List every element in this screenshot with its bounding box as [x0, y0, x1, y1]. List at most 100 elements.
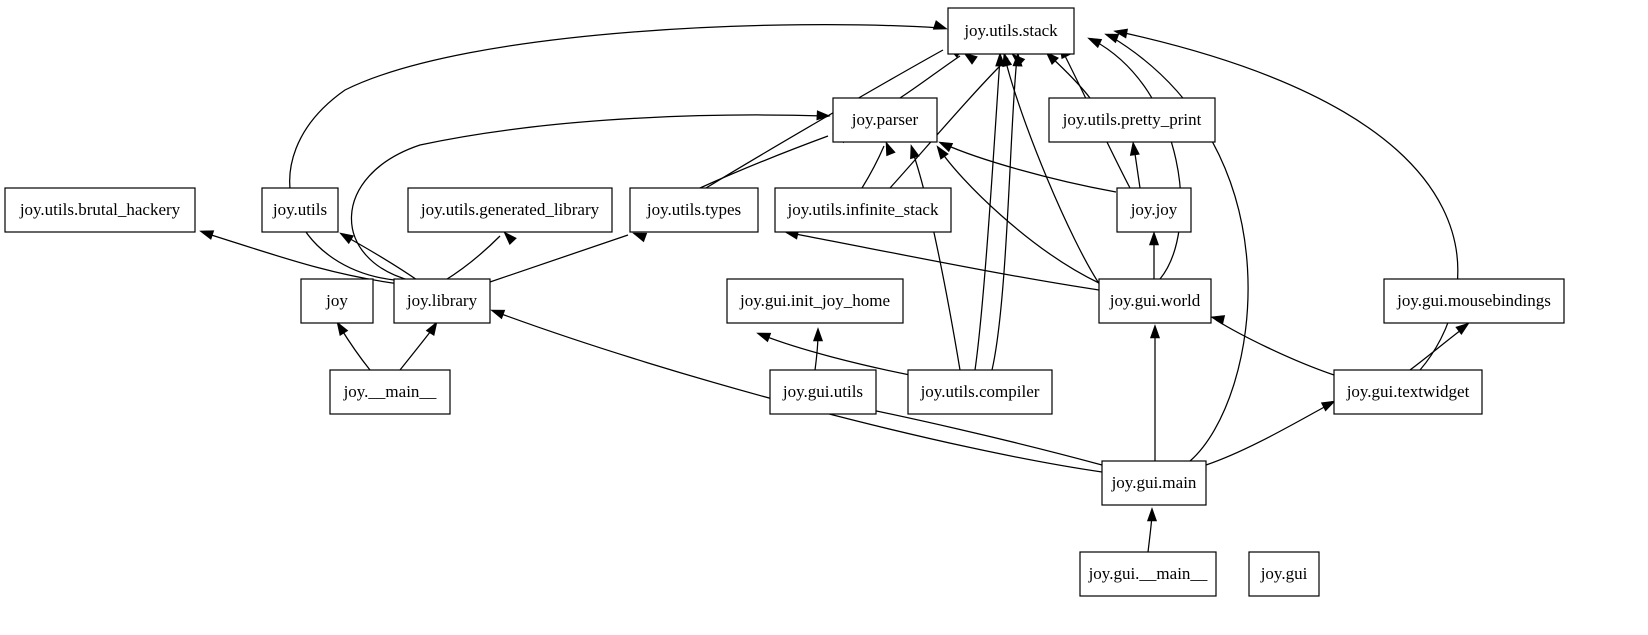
- edge-line: [991, 57, 1018, 371]
- arrowhead-icon: [425, 321, 438, 336]
- node-utils_compiler[interactable]: joy.utils.compiler: [907, 369, 1053, 415]
- edge-gui_textwidget-to-gui_world: [1210, 315, 1335, 376]
- node-box[interactable]: [947, 7, 1075, 55]
- edge-line: [339, 326, 371, 371]
- edge-line: [1205, 403, 1331, 466]
- node-gui_main[interactable]: joy.gui.main: [1101, 460, 1207, 506]
- edge-line: [443, 235, 501, 282]
- edge-library-to-utils_stack: [289, 20, 948, 282]
- node-utils_genlib[interactable]: joy.utils.generated_library: [407, 187, 613, 233]
- edge-line: [1049, 55, 1091, 99]
- node-library[interactable]: joy.library: [393, 278, 491, 324]
- edge-line: [861, 145, 885, 189]
- node-joy_joy[interactable]: joy.joy: [1116, 187, 1192, 233]
- edge-utils_pretty-to-utils_stack: [1045, 51, 1091, 99]
- arrowhead-icon: [1210, 315, 1226, 325]
- edge-utils_compiler-to-utils_stack_c: [991, 52, 1023, 371]
- node-box[interactable]: [1048, 97, 1216, 143]
- edge-gui_world-to-parser: [936, 145, 1100, 284]
- node-box[interactable]: [1098, 278, 1212, 324]
- node-box[interactable]: [407, 187, 613, 233]
- edge-line: [761, 334, 911, 376]
- arrowhead-icon: [490, 309, 506, 320]
- node-box[interactable]: [726, 278, 904, 324]
- arrowhead-icon: [1045, 51, 1059, 65]
- node-gui_textwidget[interactable]: joy.gui.textwidget: [1333, 369, 1483, 415]
- edge-line: [1215, 319, 1335, 376]
- arrowhead-icon: [1149, 324, 1161, 339]
- edge-main_dunder-to-library: [399, 321, 438, 371]
- edge-line: [974, 57, 1001, 371]
- node-box[interactable]: [832, 97, 938, 143]
- node-box[interactable]: [629, 187, 759, 233]
- node-box[interactable]: [261, 187, 339, 233]
- edges-layer: [199, 20, 1470, 553]
- edge-joy_joy-to-parser: [938, 141, 1117, 193]
- node-box[interactable]: [4, 187, 196, 233]
- edge-gui_utils-to-gui_init_home: [812, 327, 824, 371]
- edge-line: [1119, 31, 1459, 371]
- edge-line: [943, 143, 1117, 193]
- node-box[interactable]: [774, 187, 952, 233]
- edge-line: [350, 114, 826, 282]
- arrowhead-icon: [756, 332, 772, 343]
- node-utils_brutal[interactable]: joy.utils.brutal_hackery: [4, 187, 196, 233]
- node-gui[interactable]: joy.gui: [1248, 551, 1320, 597]
- edge-library-to-utils_types: [486, 232, 648, 284]
- edge-gui_main-to-utils_stack_d: [1104, 33, 1249, 462]
- node-box[interactable]: [769, 369, 877, 415]
- node-box[interactable]: [1079, 551, 1217, 597]
- node-utils_types[interactable]: joy.utils.types: [629, 187, 759, 233]
- node-box[interactable]: [1333, 369, 1483, 415]
- node-box[interactable]: [329, 369, 451, 415]
- node-box[interactable]: [1101, 460, 1207, 506]
- node-box[interactable]: [393, 278, 491, 324]
- node-box[interactable]: [907, 369, 1053, 415]
- node-main_dunder[interactable]: joy.__main__: [329, 369, 451, 415]
- arrowhead-icon: [936, 145, 949, 160]
- arrowhead-icon: [1320, 400, 1336, 412]
- arrowhead-icon: [1455, 322, 1470, 336]
- edge-line: [1409, 326, 1466, 371]
- node-box[interactable]: [1383, 278, 1565, 324]
- edge-line: [789, 232, 1100, 291]
- node-gui_world[interactable]: joy.gui.world: [1098, 278, 1212, 324]
- arrowhead-icon: [932, 20, 948, 30]
- arrowhead-icon: [1113, 28, 1129, 39]
- edge-utils_compiler-to-utils_types: [756, 332, 911, 376]
- arrowhead-icon: [1012, 52, 1023, 67]
- edge-utils_compiler-to-utils_stack: [974, 52, 1006, 371]
- arrowhead-icon: [963, 52, 978, 65]
- node-gui_init_home[interactable]: joy.gui.init_joy_home: [726, 278, 904, 324]
- edge-line: [939, 149, 1100, 284]
- edge-utils_compiler-to-parser: [910, 144, 961, 371]
- edge-utils_infinite-to-parser: [861, 141, 896, 189]
- arrowhead-icon: [1129, 141, 1140, 156]
- node-box[interactable]: [1116, 187, 1192, 233]
- arrowhead-icon: [199, 230, 215, 240]
- node-gui_mousebind[interactable]: joy.gui.mousebindings: [1383, 278, 1565, 324]
- edge-line: [486, 234, 629, 284]
- node-joy[interactable]: joy: [300, 278, 374, 324]
- node-utils_infinite[interactable]: joy.utils.infinite_stack: [774, 187, 952, 233]
- edge-line: [889, 57, 1009, 189]
- edge-line: [1109, 35, 1249, 462]
- edge-line: [399, 326, 435, 371]
- arrowhead-icon: [336, 321, 349, 336]
- node-parser[interactable]: joy.parser: [832, 97, 938, 143]
- node-utils_stack[interactable]: joy.utils.stack: [947, 7, 1075, 55]
- arrowhead-icon: [995, 52, 1006, 67]
- node-utils[interactable]: joy.utils: [261, 187, 339, 233]
- arrowhead-icon: [632, 232, 648, 243]
- node-box[interactable]: [300, 278, 374, 324]
- node-box[interactable]: [1248, 551, 1320, 597]
- node-gui_main_dunder[interactable]: joy.gui.__main__: [1079, 551, 1217, 597]
- node-gui_utils[interactable]: joy.gui.utils: [769, 369, 877, 415]
- arrowhead-icon: [1087, 37, 1103, 49]
- edge-utils_types-to-parser: [699, 133, 848, 189]
- edge-main_dunder-to-joy: [336, 321, 371, 371]
- node-utils_pretty[interactable]: joy.utils.pretty_print: [1048, 97, 1216, 143]
